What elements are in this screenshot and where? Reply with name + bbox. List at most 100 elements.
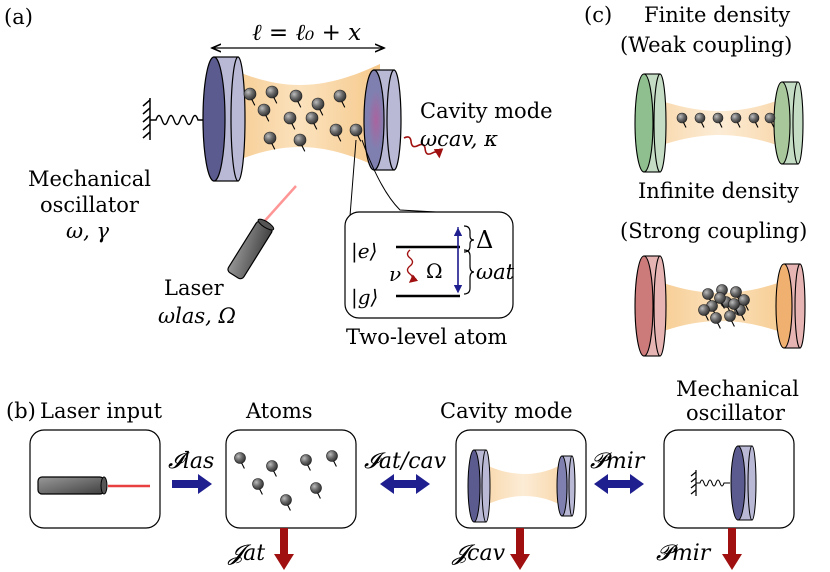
atom [252, 478, 264, 490]
atom-dipole [755, 122, 759, 128]
P-mir-bottom-label: 𝓟mir [656, 541, 712, 566]
atoms-box-content [234, 450, 338, 511]
atom [710, 312, 722, 324]
cavity-mode-title: Cavity mode [440, 399, 573, 423]
atom-dipole [273, 97, 278, 104]
atom [349, 123, 363, 137]
panel-label-a: (a) [4, 5, 33, 29]
atom-dipole [271, 143, 276, 150]
atom [329, 123, 343, 137]
atom [712, 112, 724, 124]
atom-dipole [259, 488, 263, 495]
atom-dipole [341, 101, 346, 108]
length-equation: ℓ = ℓ₀ + x [252, 20, 361, 46]
atom [730, 112, 742, 124]
atom-loss-arrow [274, 528, 294, 570]
J-cav-label: 𝓙cav [451, 541, 506, 566]
atom [714, 292, 726, 304]
cavity-mech-arrow [594, 474, 644, 494]
atom [305, 111, 319, 125]
atom-dipole [337, 135, 342, 142]
atom [283, 111, 297, 125]
atom-dipole [683, 122, 687, 128]
two-level-label: Two-level atom [346, 325, 507, 349]
atom-dipole [333, 460, 337, 467]
atoms-title: Atoms [245, 399, 313, 423]
weak-coupling-label: (Weak coupling) [620, 33, 792, 57]
zoom-line-left [349, 139, 357, 217]
laser-device [227, 185, 297, 280]
omega-at-label: ωat [476, 260, 515, 284]
atom-dipole [319, 109, 324, 116]
atom [234, 452, 246, 464]
panel-b: Laser input Atoms Cavity mode Mechanical… [29, 377, 799, 570]
atom [730, 286, 742, 298]
mech-label-1: Mechanical [28, 167, 151, 191]
atom [289, 89, 303, 103]
atom [748, 112, 760, 124]
atom-dipole [241, 462, 245, 469]
atom-dipole [273, 470, 277, 477]
output-photon [403, 136, 444, 159]
atoms-box [225, 429, 357, 529]
two-level-inset: |e⟩ |g⟩ ν Ω Δ ωat [344, 211, 515, 319]
atom [728, 298, 740, 310]
atom [724, 310, 736, 322]
strong-coupling-label: (Strong coupling) [620, 219, 807, 243]
mech-title-1: Mechanical [676, 377, 799, 401]
panel-label-c: (c) [584, 3, 612, 27]
atom [310, 482, 322, 494]
atom-dipole [731, 320, 735, 327]
atom-dipole [705, 314, 709, 321]
right-mirror [363, 69, 402, 171]
atom-dipole [291, 123, 296, 130]
mech-title-2: oscillator [686, 401, 786, 425]
atom-dipole [745, 304, 749, 311]
cavity-params: ωcav, κ [420, 127, 498, 151]
atom [326, 450, 338, 462]
P-mir-top-label: 𝓟mir [590, 449, 646, 474]
atom-dipole [313, 123, 318, 130]
atom [698, 304, 710, 316]
mech-oscillator-mini [690, 445, 757, 521]
emission-arrow [406, 249, 419, 283]
atom [293, 133, 307, 147]
wall-hatch [142, 98, 151, 140]
atom-dipole [251, 99, 256, 106]
mech-oscillator-box [663, 429, 795, 529]
mirror-loss-arrow [722, 528, 742, 570]
atom [266, 460, 278, 472]
atom [263, 131, 277, 145]
finite-density-label: Finite density [644, 3, 790, 27]
flux-arrows [172, 474, 644, 494]
atom-dipole [717, 322, 721, 329]
atom [311, 97, 325, 111]
atom-dipole [317, 492, 321, 499]
atoms-cloud [243, 85, 363, 152]
laser-params: ωlas, Ω [158, 304, 236, 328]
atom-dipole [297, 101, 302, 108]
laser-input-title: Laser input [40, 399, 163, 423]
atom [300, 454, 312, 466]
atom [694, 112, 706, 124]
atom [243, 87, 257, 101]
cavity-mode-mini [467, 449, 576, 523]
loss-arrows [274, 528, 742, 570]
cavity-loss-arrow [510, 528, 530, 570]
atom-dipole [771, 122, 775, 128]
weak-coupling-cavity [634, 73, 804, 173]
delta-label: Δ [476, 226, 493, 254]
atom-dipole [721, 302, 725, 309]
omega-label: Ω [426, 259, 443, 283]
nu-label: ν [389, 262, 401, 286]
panel-c: Finite density (Weak coupling) Infinite … [620, 3, 807, 357]
laser-device-b [37, 476, 150, 495]
laser-to-atoms-arrow [172, 474, 212, 494]
mech-params: ω, γ [66, 219, 109, 243]
atom-dipole [287, 504, 291, 511]
atom [676, 112, 688, 124]
panel-label-b: (b) [6, 399, 36, 423]
atom-dipole [701, 122, 705, 128]
atom [333, 89, 347, 103]
atom-dipole [265, 115, 270, 122]
